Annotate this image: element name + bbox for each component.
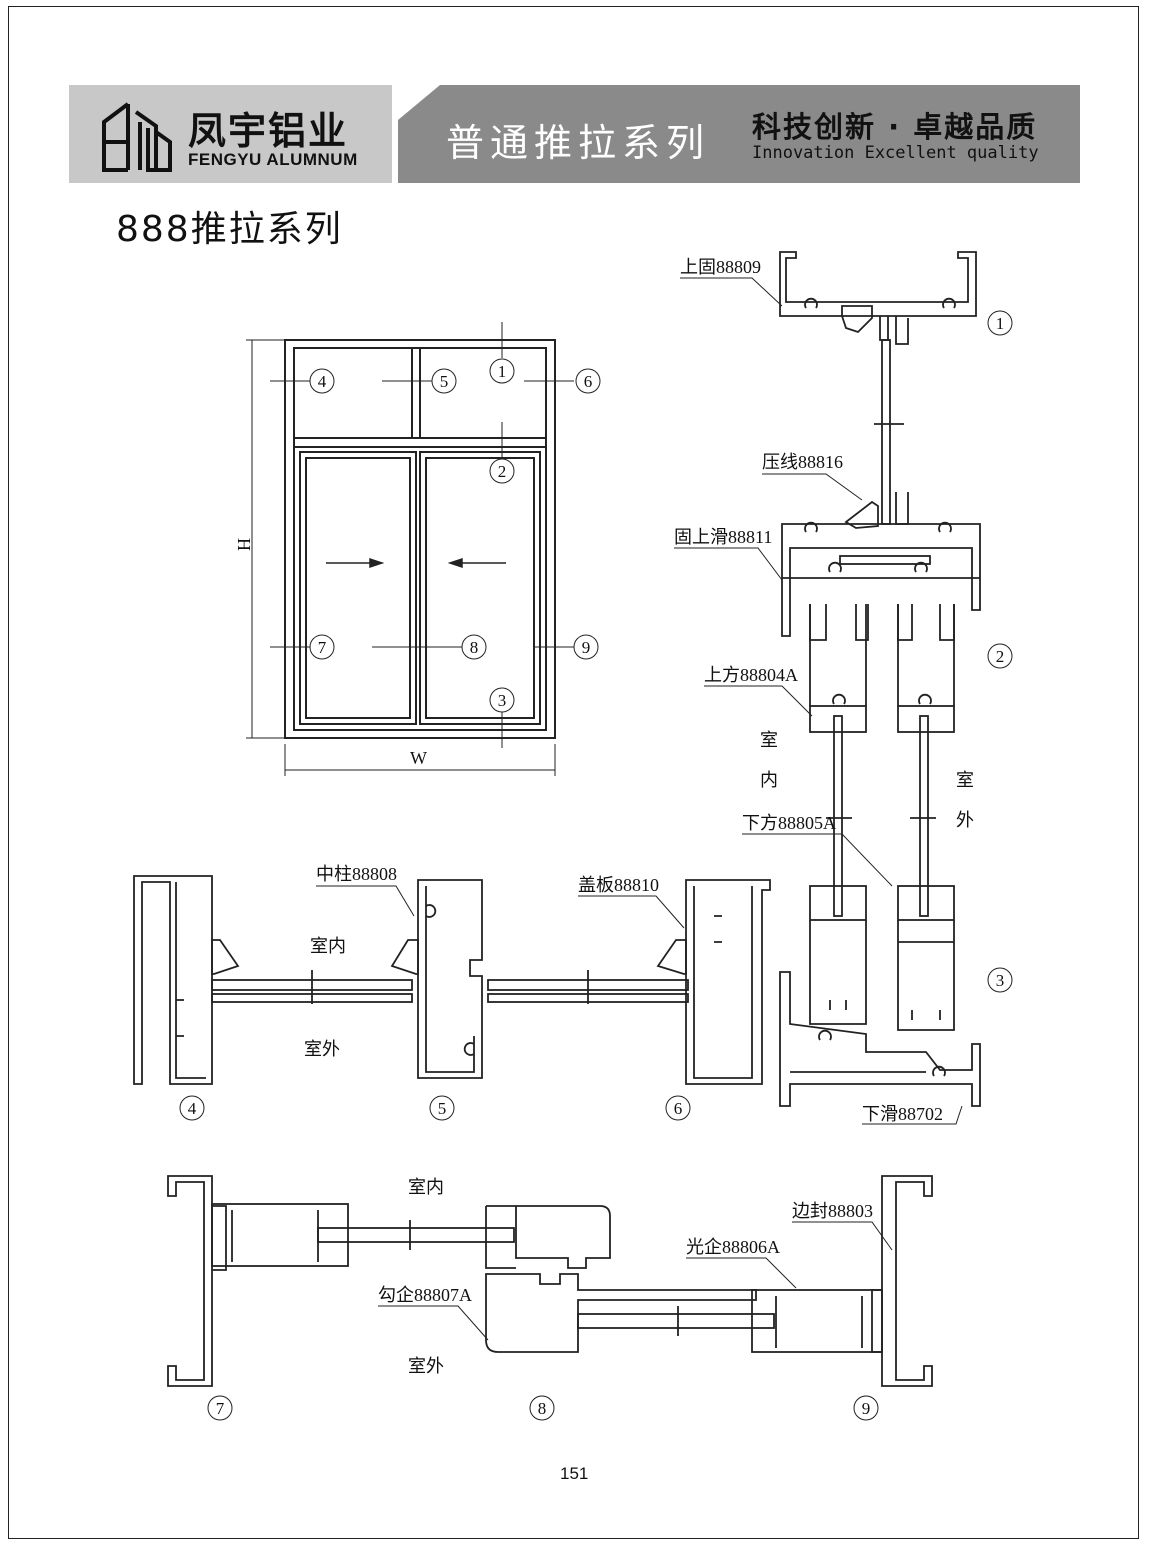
series-title: 普通推拉系列 xyxy=(446,121,711,165)
page-title: 888推拉系列 xyxy=(116,209,343,250)
label-outdoor-section1: 室外 xyxy=(304,1039,340,1059)
label-indoor-v1: 室 xyxy=(760,730,778,750)
label-cover-plate: 盖板88810 xyxy=(578,875,659,895)
circle-markers xyxy=(179,310,1013,1421)
section-marker-8: 8 xyxy=(538,1399,547,1418)
marker-8: 8 xyxy=(470,638,479,657)
label-hook-stile: 勾企88807A xyxy=(378,1285,472,1305)
section-marker-5: 5 xyxy=(438,1099,447,1118)
section-marker-7: 7 xyxy=(216,1399,225,1418)
marker-7: 7 xyxy=(318,638,327,657)
slogan-cn: 科技创新 · 卓越品质 xyxy=(752,110,1038,144)
width-label: W xyxy=(410,748,427,768)
label-upper-rail: 上方88804A xyxy=(704,665,798,685)
label-outdoor-v1: 室 xyxy=(956,770,974,790)
sliding-arrows xyxy=(326,557,506,569)
label-lower-rail: 下方88805A xyxy=(742,813,836,833)
page-border xyxy=(8,6,1139,1539)
marker-6: 6 xyxy=(584,372,593,391)
label-outdoor-v2: 外 xyxy=(956,810,974,830)
header-brand-panel xyxy=(69,85,392,183)
section-marker-4: 4 xyxy=(188,1099,197,1118)
height-label: H xyxy=(234,538,254,551)
section-marker-3: 3 xyxy=(996,971,1005,990)
brand-name-cn: 凤宇铝业 xyxy=(188,109,349,153)
window-elevation xyxy=(284,339,556,739)
label-fixed-upper-slide: 固上滑88811 xyxy=(674,527,772,547)
label-leaders xyxy=(316,277,963,1341)
section-marker-9: 9 xyxy=(862,1399,871,1418)
horizontal-section-interlock xyxy=(167,1175,933,1387)
label-side-seal: 边封88803 xyxy=(792,1201,873,1221)
header-title-panel xyxy=(398,85,1080,183)
label-mullion: 中柱88808 xyxy=(316,864,397,884)
marker-leaders xyxy=(270,322,574,748)
label-indoor-section1: 室内 xyxy=(310,936,346,956)
vertical-section xyxy=(779,251,981,1107)
marker-5: 5 xyxy=(440,372,449,391)
marker-9: 9 xyxy=(582,638,591,657)
marker-2: 2 xyxy=(498,462,507,481)
building-logo-icon xyxy=(102,102,172,172)
label-outdoor-section2: 室外 xyxy=(408,1356,444,1376)
label-plain-stile: 光企88806A xyxy=(686,1237,780,1257)
horizontal-section-mullion xyxy=(133,875,771,1085)
header-notch xyxy=(398,85,440,120)
marker-3: 3 xyxy=(498,691,507,710)
marker-1: 1 xyxy=(498,362,507,381)
label-lower-slide: 下滑88702 xyxy=(862,1104,943,1124)
section-marker-6: 6 xyxy=(674,1099,683,1118)
circle-marker-numbers: 4 5 1 6 2 7 8 9 3 1 2 3 4 5 6 7 8 9 xyxy=(188,314,1005,1418)
section-marker-1: 1 xyxy=(996,314,1005,333)
marker-4: 4 xyxy=(318,372,327,391)
section-marker-2: 2 xyxy=(996,647,1005,666)
brand-name-en: FENGYU ALUMNUM xyxy=(188,150,358,169)
label-indoor-section2: 室内 xyxy=(408,1177,444,1197)
page-number: 151 xyxy=(560,1464,589,1483)
label-bead: 压线88816 xyxy=(762,452,843,472)
dimension-lines xyxy=(246,339,556,776)
label-indoor-v2: 内 xyxy=(760,770,778,790)
slogan-en: Innovation Excellent quality xyxy=(752,143,1039,163)
label-top-fixed: 上固88809 xyxy=(680,257,761,277)
